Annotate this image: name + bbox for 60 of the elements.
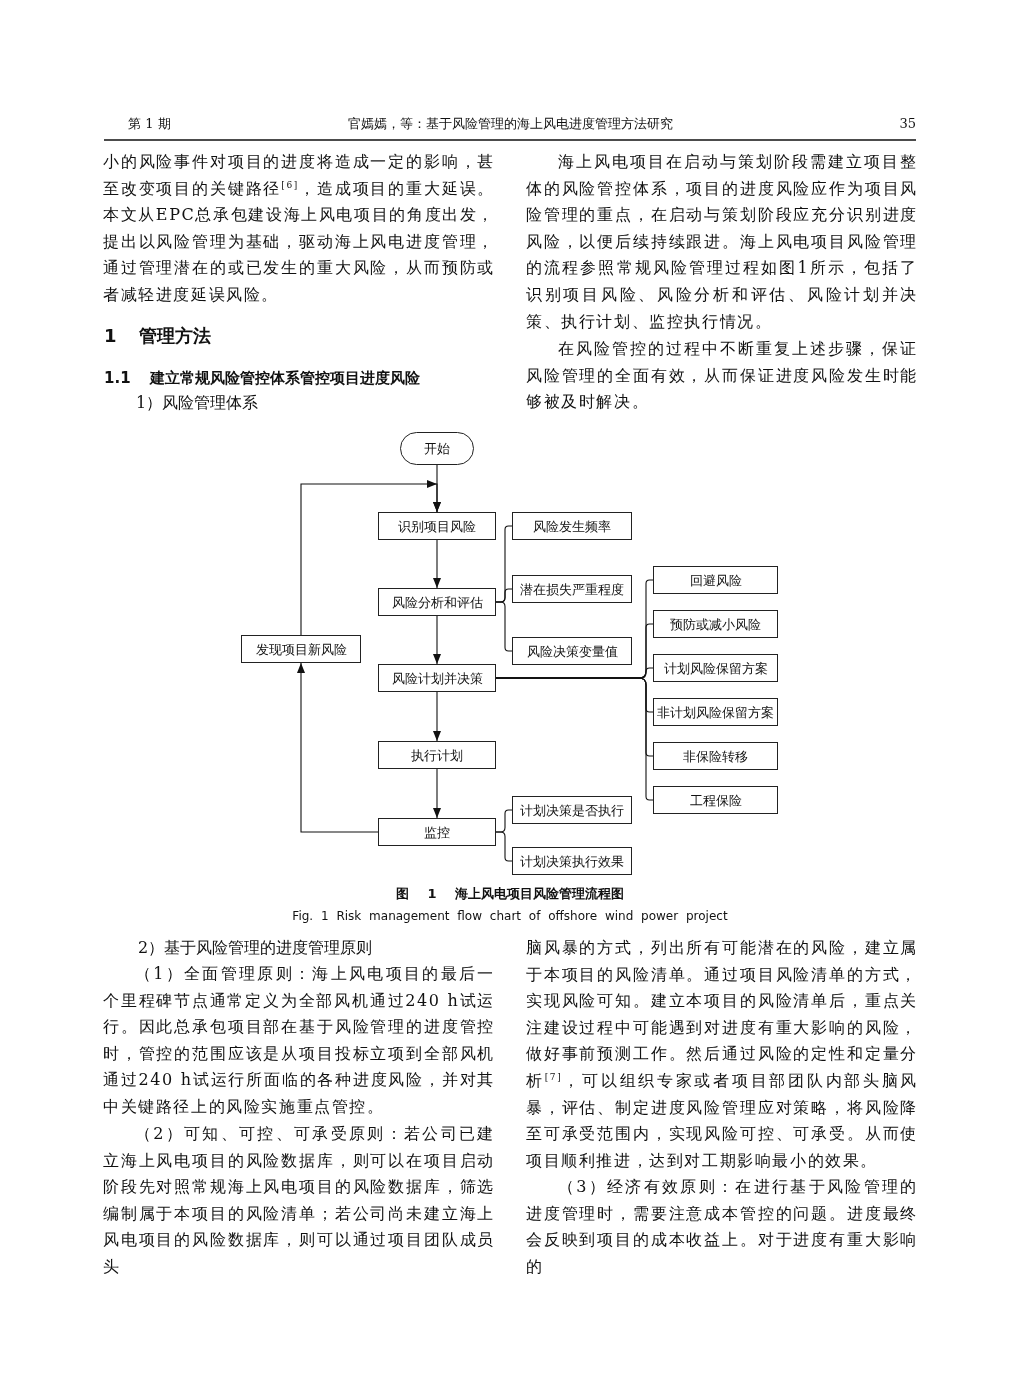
process-box bbox=[653, 610, 778, 638]
node-text: 非计划风险保留方案 bbox=[657, 704, 774, 720]
process-box bbox=[512, 637, 632, 665]
node-text: 开始 bbox=[424, 441, 450, 456]
node-text: 风险分析和评估 bbox=[391, 594, 483, 610]
process-box bbox=[378, 512, 496, 540]
arrow bbox=[433, 768, 441, 819]
process-box bbox=[512, 847, 632, 875]
figure-caption: 图 1 海上风电项目风险管理流程图 bbox=[394, 885, 626, 903]
connector-line bbox=[495, 601, 513, 652]
process-box bbox=[378, 741, 496, 769]
paragraph: 小的风险事件对项目的进度将造成一定的影响，甚至改变项目的关键路径$^{[6]}$，造成项目的重大延误。本文从EPC总承包建设海上风电项目的角度出发，提出以风险管理为基础，驱动海上风电进度管理，通过管理潜在的或已发生的重大风险，从而预防或者减轻进度延误风险。 bbox=[103, 151, 495, 306]
process-box bbox=[512, 796, 632, 824]
paragraph: 脑风暴的方式，列出所有可能潜在的风险，建立属于本项目的风险清单。通过项目风险清单的方式，实现风险可知。建立本项目的风险清单后，重点关注建设过程中可能遇到对进度有重大影响的风险，做好事前预测工作。然后通过风险的定性和定量分析$^{[7]}$，可以组织专家或者项目部团队内部头脑风暴，评估、制定进度风险管理应对策略，将风险降至可承受范围内，实现风险可控、可承受。从而使项目顺利推进，达到对工期影响最小的效果。 bbox=[526, 937, 918, 1172]
node-text: 风险计划并决策 bbox=[391, 670, 483, 686]
connector-line bbox=[495, 677, 654, 801]
paragraph-heading: 1）风险管理体系 bbox=[136, 392, 260, 414]
arrow bbox=[433, 615, 441, 665]
node-text: 发现项目新风险 bbox=[255, 641, 347, 657]
node-text: 风险发生频率 bbox=[533, 518, 611, 534]
paragraph: （1）全面管理原则：海上风电项目的最后一个里程碑节点通常定义为全部风机通过240 h试运行。因此总承包项目部在基于风险管理的进度管控时，管控的范围应该是从项目投标立项到全部风机通过240 h试运行所面临的各种进度风险，并对其中关键路径上的风险实施重点管控。 bbox=[103, 963, 495, 1118]
subsection-heading: 1.1 建立常规风险管控体系管控项目进度风险 bbox=[104, 368, 421, 388]
paragraph-heading: 2）基于风险管理的进度管理原则 bbox=[138, 937, 374, 959]
process-box bbox=[378, 818, 496, 846]
node-text: 计划决策是否执行 bbox=[520, 802, 624, 818]
node-text: 监控 bbox=[424, 824, 450, 840]
process-box bbox=[512, 575, 632, 603]
node-text: 非保险转移 bbox=[683, 748, 748, 764]
process-box bbox=[653, 698, 778, 726]
process-box bbox=[378, 588, 496, 616]
process-box bbox=[512, 512, 632, 540]
node-text: 工程保险 bbox=[689, 792, 742, 808]
node-text: 预防或减小风险 bbox=[670, 616, 761, 632]
running-head: 官嫣嫣，等：基于风险管理的海上风电进度管理方法研究 bbox=[346, 115, 674, 133]
issue-number: 第 1 期 bbox=[128, 115, 172, 133]
paragraph: （3）经济有效原则：在进行基于风险管理的进度管理时，需要注意成本管控的问题。进度最终会反映到项目的成本收益上。对于进度有重大影响的 bbox=[526, 1176, 918, 1278]
process-box bbox=[653, 566, 778, 594]
process-box bbox=[653, 742, 778, 770]
node-text: 风险决策变量值 bbox=[526, 643, 618, 659]
arrow bbox=[433, 691, 441, 742]
paragraph: 海上风电项目在启动与策划阶段需建立项目整体的风险管控体系，项目的进度风险应作为项目风险管理的重点，在启动与策划阶段应充分识别进度风险，以便后续持续跟进。海上风电项目风险管理的流程参照常规风险管理过程如图1所示，包括了识别项目风险、风险分析和评估、风险计划并决策、执行计划、监控执行情况。 bbox=[526, 151, 918, 333]
process-box bbox=[653, 654, 778, 682]
process-box bbox=[378, 664, 496, 692]
node-text: 计划决策执行效果 bbox=[520, 853, 624, 869]
section-heading: 1 管理方法 bbox=[104, 324, 212, 348]
arrow bbox=[433, 539, 441, 589]
arrow bbox=[300, 480, 441, 636]
process-box bbox=[241, 635, 361, 663]
node-text: 识别项目风险 bbox=[398, 518, 476, 534]
process-box bbox=[653, 786, 778, 814]
node-text: 执行计划 bbox=[411, 747, 463, 763]
node-text: 回避风险 bbox=[689, 572, 742, 588]
node-text: 潜在损失严重程度 bbox=[520, 581, 624, 597]
start-terminal bbox=[400, 432, 474, 465]
page-number: 35 bbox=[898, 115, 916, 133]
node-text: 计划风险保留方案 bbox=[663, 660, 768, 676]
figure-caption-english: Fig. 1 Risk management flow chart of offshore wind power project bbox=[291, 908, 729, 925]
arrow bbox=[297, 662, 379, 833]
paragraph: 在风险管控的过程中不断重复上述步骤，保证风险管理的全面有效，从而保证进度风险发生时能够被及时解决。 bbox=[526, 338, 918, 414]
paragraph: （2）可知、可控、可承受原则：若公司已建立海上风电项目的风险数据库，则可以在项目启动阶段先对照常规海上风电项目的风险数据库，筛选编制属于本项目的风险清单；若公司尚未建立海上风电项目的风险数据库，则可以通过项目团队成员头 bbox=[103, 1123, 495, 1278]
